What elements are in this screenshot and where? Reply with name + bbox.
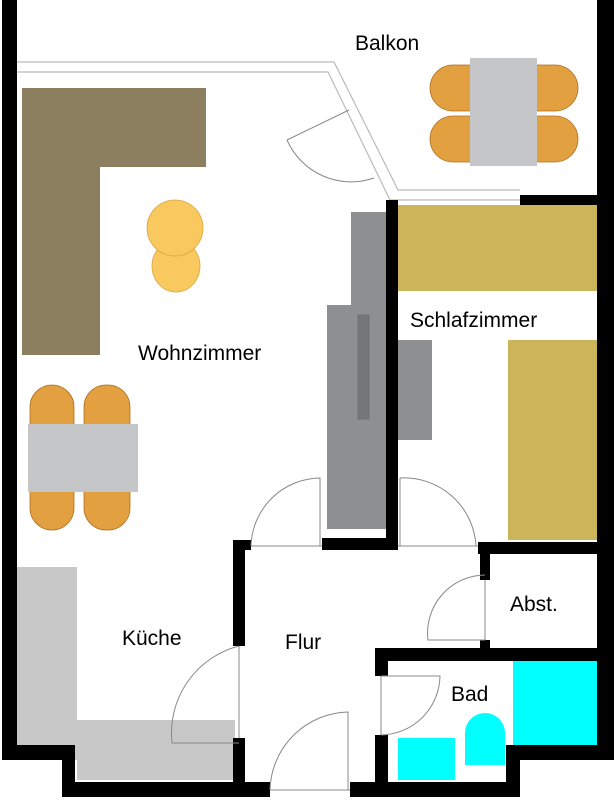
living-room-door	[250, 477, 322, 547]
label-kitchen: Küche	[122, 627, 182, 650]
bedroom-door	[398, 477, 478, 547]
storage-door	[427, 574, 486, 641]
toilet	[465, 713, 505, 765]
balcony-table	[470, 58, 537, 166]
balcony-glass-wall	[17, 61, 520, 201]
bathroom-door	[380, 675, 441, 736]
tv-cabinet	[327, 212, 386, 529]
label-bedroom: Schlafzimmer	[410, 309, 537, 332]
dining-table	[28, 424, 138, 492]
label-balcony: Balkon	[355, 32, 419, 55]
entrance-door	[269, 711, 350, 791]
label-storage: Abst.	[510, 593, 558, 616]
desk	[398, 340, 432, 440]
label-living-room: Wohnzimmer	[138, 342, 261, 365]
balcony-door	[286, 109, 375, 183]
sofa	[22, 88, 206, 355]
bathtub	[513, 660, 597, 746]
bed	[398, 205, 597, 540]
armchair	[146, 199, 204, 293]
label-bath: Bad	[451, 683, 488, 706]
sink	[398, 738, 455, 780]
kitchen-counter	[17, 567, 235, 780]
kitchen-door	[170, 645, 240, 744]
label-hallway: Flur	[285, 631, 321, 654]
